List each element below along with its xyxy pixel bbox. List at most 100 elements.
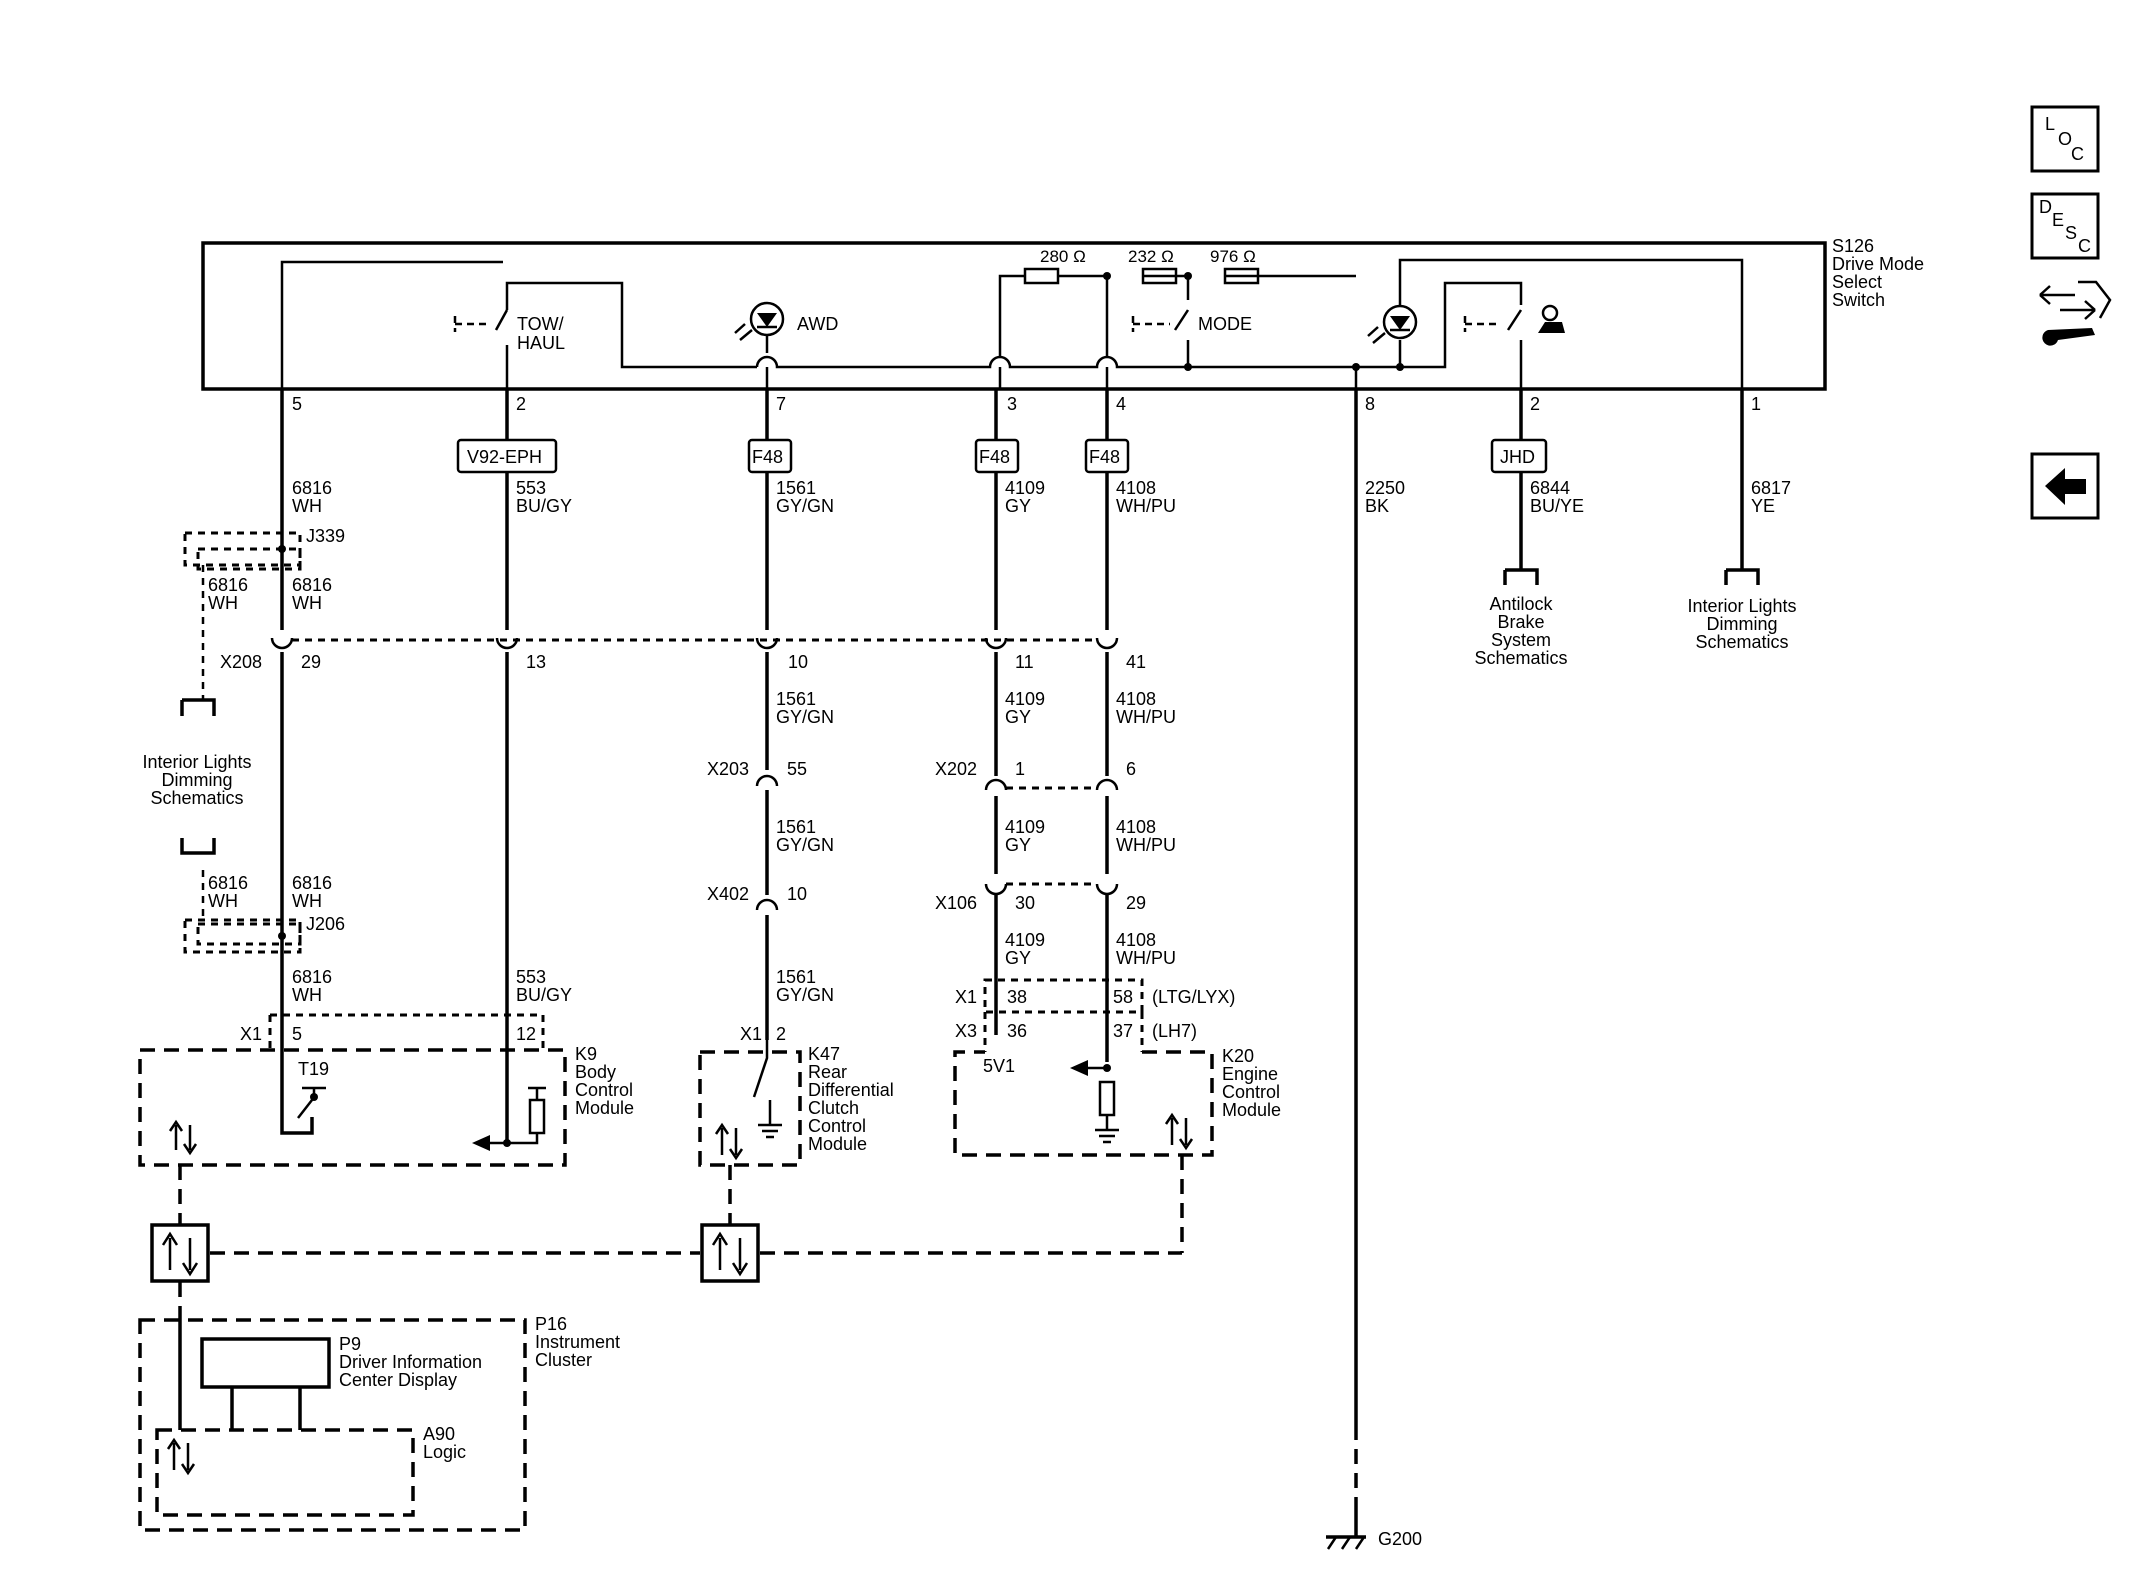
k9-label-4: Module bbox=[575, 1098, 634, 1118]
k20-bus-arrows-icon bbox=[1164, 1112, 1194, 1151]
resistor-232-label: 232 Ω bbox=[1128, 247, 1174, 266]
loc-letter-3: C bbox=[2071, 144, 2084, 164]
s126-drive-mode-switch: S126 Drive Mode Select Switch 280 Ω 232 … bbox=[201, 236, 1924, 414]
wire-1561-a-num: 1561 bbox=[776, 478, 816, 498]
tow-haul-label-1: TOW/ bbox=[517, 314, 564, 334]
wire-1561-b-color: GY/GN bbox=[776, 707, 834, 727]
x208-pin-11: 11 bbox=[1015, 652, 1034, 672]
resistor-280-label: 280 Ω bbox=[1040, 247, 1086, 266]
k47-label-1: K47 bbox=[808, 1044, 840, 1064]
k47-label-4: Clutch bbox=[808, 1098, 859, 1118]
wire-4108-a-color: WH/PU bbox=[1116, 496, 1176, 516]
j206-label: J206 bbox=[306, 914, 345, 934]
wire-6816-j1r-color: WH bbox=[292, 593, 322, 613]
ild-right-2: Dimming bbox=[1706, 614, 1777, 634]
wire-4109-d-num: 4109 bbox=[1005, 930, 1045, 950]
wire-553-b-num: 553 bbox=[516, 967, 546, 987]
k9-bus-arrows-icon bbox=[168, 1119, 198, 1156]
k20-label-4: Module bbox=[1222, 1100, 1281, 1120]
wire-4109-c-num: 4109 bbox=[1005, 817, 1045, 837]
k47-label-5: Control bbox=[808, 1116, 866, 1136]
wire-4109-c-color: GY bbox=[1005, 835, 1031, 855]
back-arrow-icon bbox=[2045, 468, 2086, 505]
desc-letter-3: S bbox=[2065, 223, 2077, 243]
wire-6816-b-num: 6816 bbox=[292, 967, 332, 987]
x202-label: X202 bbox=[935, 759, 977, 779]
wire-1561-d-color: GY/GN bbox=[776, 985, 834, 1005]
p16-label-3: Cluster bbox=[535, 1350, 592, 1370]
splice-j339: J339 bbox=[183, 526, 345, 700]
k20-x3-pin-37: 37 bbox=[1113, 1021, 1133, 1041]
p16-label-1: P16 bbox=[535, 1314, 567, 1334]
loc-button[interactable]: L O C bbox=[2030, 105, 2100, 173]
fuse-boxes: V92-EPH F48 F48 F48 JHD bbox=[456, 438, 1548, 474]
s126-label-3: Select bbox=[1832, 272, 1882, 292]
k47-pin-2: 2 bbox=[776, 1024, 786, 1044]
p9-label-2: Driver Information bbox=[339, 1352, 482, 1372]
x106-label: X106 bbox=[935, 893, 977, 913]
s126-pin-7: 7 bbox=[776, 394, 786, 414]
k20-x1-pin-38: 38 bbox=[1007, 987, 1027, 1007]
wire-6817-num: 6817 bbox=[1751, 478, 1791, 498]
wire-4109-a-color: GY bbox=[1005, 496, 1031, 516]
ild-left-1: Interior Lights bbox=[142, 752, 251, 772]
s126-pin-2b: 2 bbox=[1530, 394, 1540, 414]
x203-label: X203 bbox=[707, 759, 749, 779]
connector-tool-icon[interactable] bbox=[2039, 280, 2112, 346]
k20-x3-label: X3 bbox=[955, 1021, 977, 1041]
fuse-f48-c: F48 bbox=[1089, 447, 1120, 467]
wire-6844-num: 6844 bbox=[1530, 478, 1570, 498]
s126-pin-3: 3 bbox=[1007, 394, 1017, 414]
k20-x1-note: (LTG/LYX) bbox=[1152, 987, 1235, 1007]
k47-bus-arrows-icon bbox=[714, 1122, 744, 1161]
s126-pin-2a: 2 bbox=[516, 394, 526, 414]
k9-x1-label: X1 bbox=[240, 1024, 262, 1044]
s126-label-2: Drive Mode bbox=[1832, 254, 1924, 274]
s126-label-1: S126 bbox=[1832, 236, 1874, 256]
wire-6816-b-color: WH bbox=[292, 985, 322, 1005]
wire-1561-a-color: GY/GN bbox=[776, 496, 834, 516]
x208-pin-10: 10 bbox=[788, 652, 808, 672]
wire-6817-color: YE bbox=[1751, 496, 1775, 516]
x106-pin-30: 30 bbox=[1015, 893, 1035, 913]
ild-left-3: Schematics bbox=[150, 788, 243, 808]
ild-left-connector-top bbox=[180, 698, 216, 716]
k20-5v-label: 5V1 bbox=[983, 1056, 1015, 1076]
traction-icon bbox=[1538, 304, 1565, 333]
bus-junction-center-icon bbox=[700, 1223, 760, 1283]
desc-letter-1: D bbox=[2039, 197, 2052, 217]
wire-4108-d-num: 4108 bbox=[1116, 930, 1156, 950]
wire-6844-color: BU/YE bbox=[1530, 496, 1584, 516]
desc-button[interactable]: D E S C bbox=[2030, 192, 2100, 260]
x208-pin-13: 13 bbox=[526, 652, 546, 672]
abs-ref-1: Antilock bbox=[1489, 594, 1553, 614]
wire-4108-a-num: 4108 bbox=[1116, 478, 1156, 498]
wire-4108-c-color: WH/PU bbox=[1116, 835, 1176, 855]
wire-4109-a-num: 4109 bbox=[1005, 478, 1045, 498]
k9-label-2: Body bbox=[575, 1062, 616, 1082]
back-button[interactable] bbox=[2030, 452, 2100, 520]
wire-1561-c-num: 1561 bbox=[776, 817, 816, 837]
a90-label-1: A90 bbox=[423, 1424, 455, 1444]
x106-pin-29: 29 bbox=[1126, 893, 1146, 913]
wire-4108-c-num: 4108 bbox=[1116, 817, 1156, 837]
wire-4109-b-num: 4109 bbox=[1005, 689, 1045, 709]
wire-4109-b-color: GY bbox=[1005, 707, 1031, 727]
p9-label-1: P9 bbox=[339, 1334, 361, 1354]
awd-label: AWD bbox=[797, 314, 838, 334]
x208-pin-41: 41 bbox=[1126, 652, 1146, 672]
wire-6816-j2l-color: WH bbox=[208, 891, 238, 911]
wire-runs bbox=[270, 389, 1760, 1510]
k47-x1-label: X1 bbox=[740, 1024, 762, 1044]
x202-pin-6: 6 bbox=[1126, 759, 1136, 779]
x402-label: X402 bbox=[707, 884, 749, 904]
abs-ref-2: Brake bbox=[1497, 612, 1544, 632]
abs-ref-3: System bbox=[1491, 630, 1551, 650]
k47-label-6: Module bbox=[808, 1134, 867, 1154]
wire-1561-d-num: 1561 bbox=[776, 967, 816, 987]
k20-x3-note: (LH7) bbox=[1152, 1021, 1197, 1041]
resistor-976-label: 976 Ω bbox=[1210, 247, 1256, 266]
k20-x1-pin-58: 58 bbox=[1113, 987, 1133, 1007]
a90-label-2: Logic bbox=[423, 1442, 466, 1462]
